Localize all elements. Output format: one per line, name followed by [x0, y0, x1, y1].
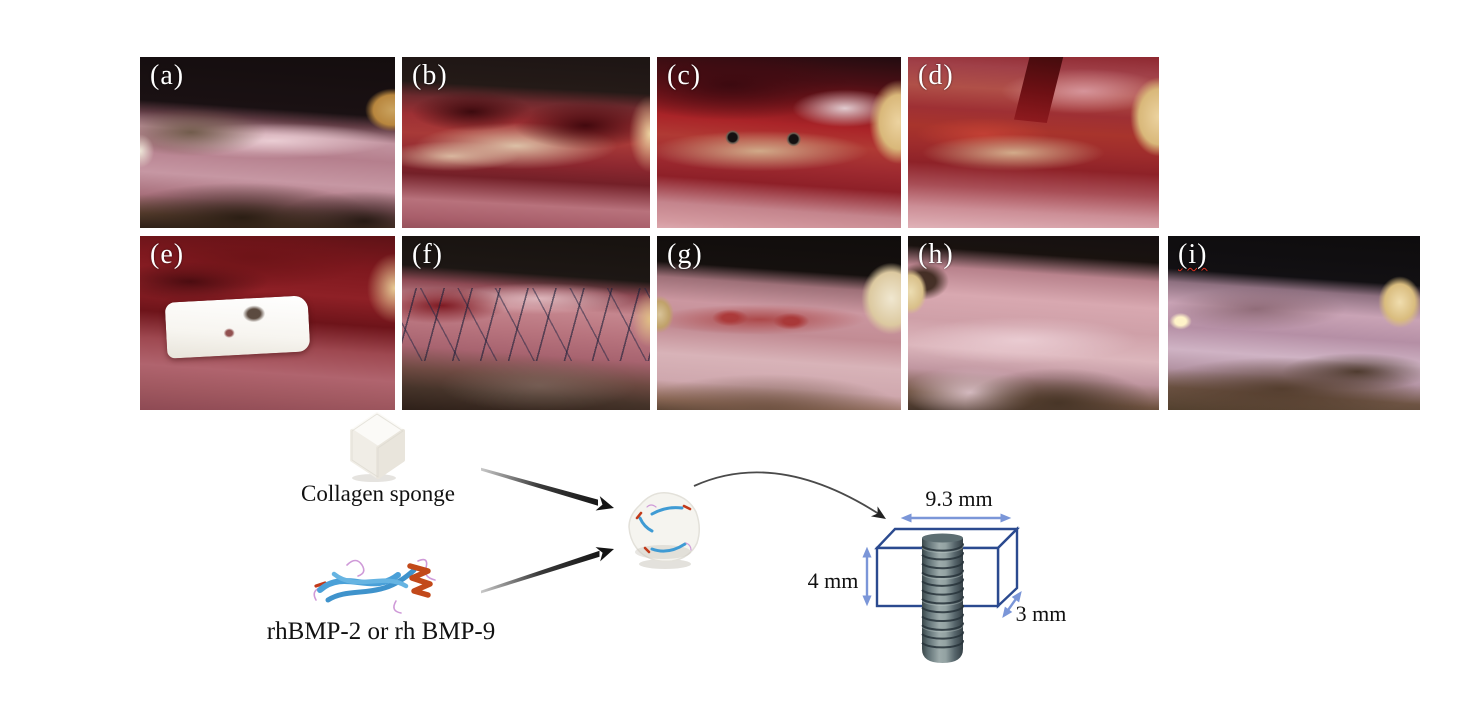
merge-arrow-bottom-icon: [481, 547, 614, 594]
surgical-photo-h: (h): [908, 236, 1159, 410]
surgical-photo-c: (c): [657, 57, 901, 228]
surgical-photo-f: (f): [402, 236, 650, 410]
surgical-photo-g: (g): [657, 236, 901, 410]
panel-label-g: (g): [667, 239, 703, 270]
width-dimension-label: 9.3 mm: [925, 486, 992, 511]
panel-label-i: (i): [1178, 239, 1208, 270]
surgical-photo-e: (e): [140, 236, 395, 410]
surgical-photo-a: (a): [140, 57, 395, 228]
surgical-photo-d: (d): [908, 57, 1159, 228]
panel-label-e: (e): [150, 239, 185, 270]
collagen-sponge-icon: [350, 412, 405, 482]
width-dimension-arrow: [900, 513, 1012, 523]
panel-label-a: (a): [150, 60, 185, 91]
collagen-sponge-label: Collagen sponge: [301, 481, 455, 506]
depth-dimension-label: 3 mm: [1016, 601, 1067, 626]
bmp-label: rhBMP-2 or rh BMP-9: [267, 618, 496, 645]
surgical-photo-i: (i): [1168, 236, 1420, 410]
panel-label-d: (d): [918, 60, 954, 91]
bmp-protein-icon: [313, 558, 436, 614]
bmp-loaded-sponge-icon: [628, 492, 700, 569]
panel-label-b: (b): [412, 60, 448, 91]
implant-screw-icon: [921, 533, 965, 663]
panel-label-f: (f): [412, 239, 443, 270]
height-dimension-arrow: [862, 546, 872, 607]
surgical-photo-b: (b): [402, 57, 650, 228]
merge-arrow-top-icon: [481, 467, 614, 511]
height-dimension-label: 4 mm: [808, 568, 859, 593]
bmp-implant-diagram: Collagen sponge rhBMP-2 or rh BMP-9: [267, 412, 1067, 663]
panel-label-c: (c): [667, 60, 702, 91]
curved-arrow-icon: [693, 471, 886, 519]
panel-label-h: (h): [918, 239, 954, 270]
depth-dimension-arrow: [1002, 590, 1022, 619]
